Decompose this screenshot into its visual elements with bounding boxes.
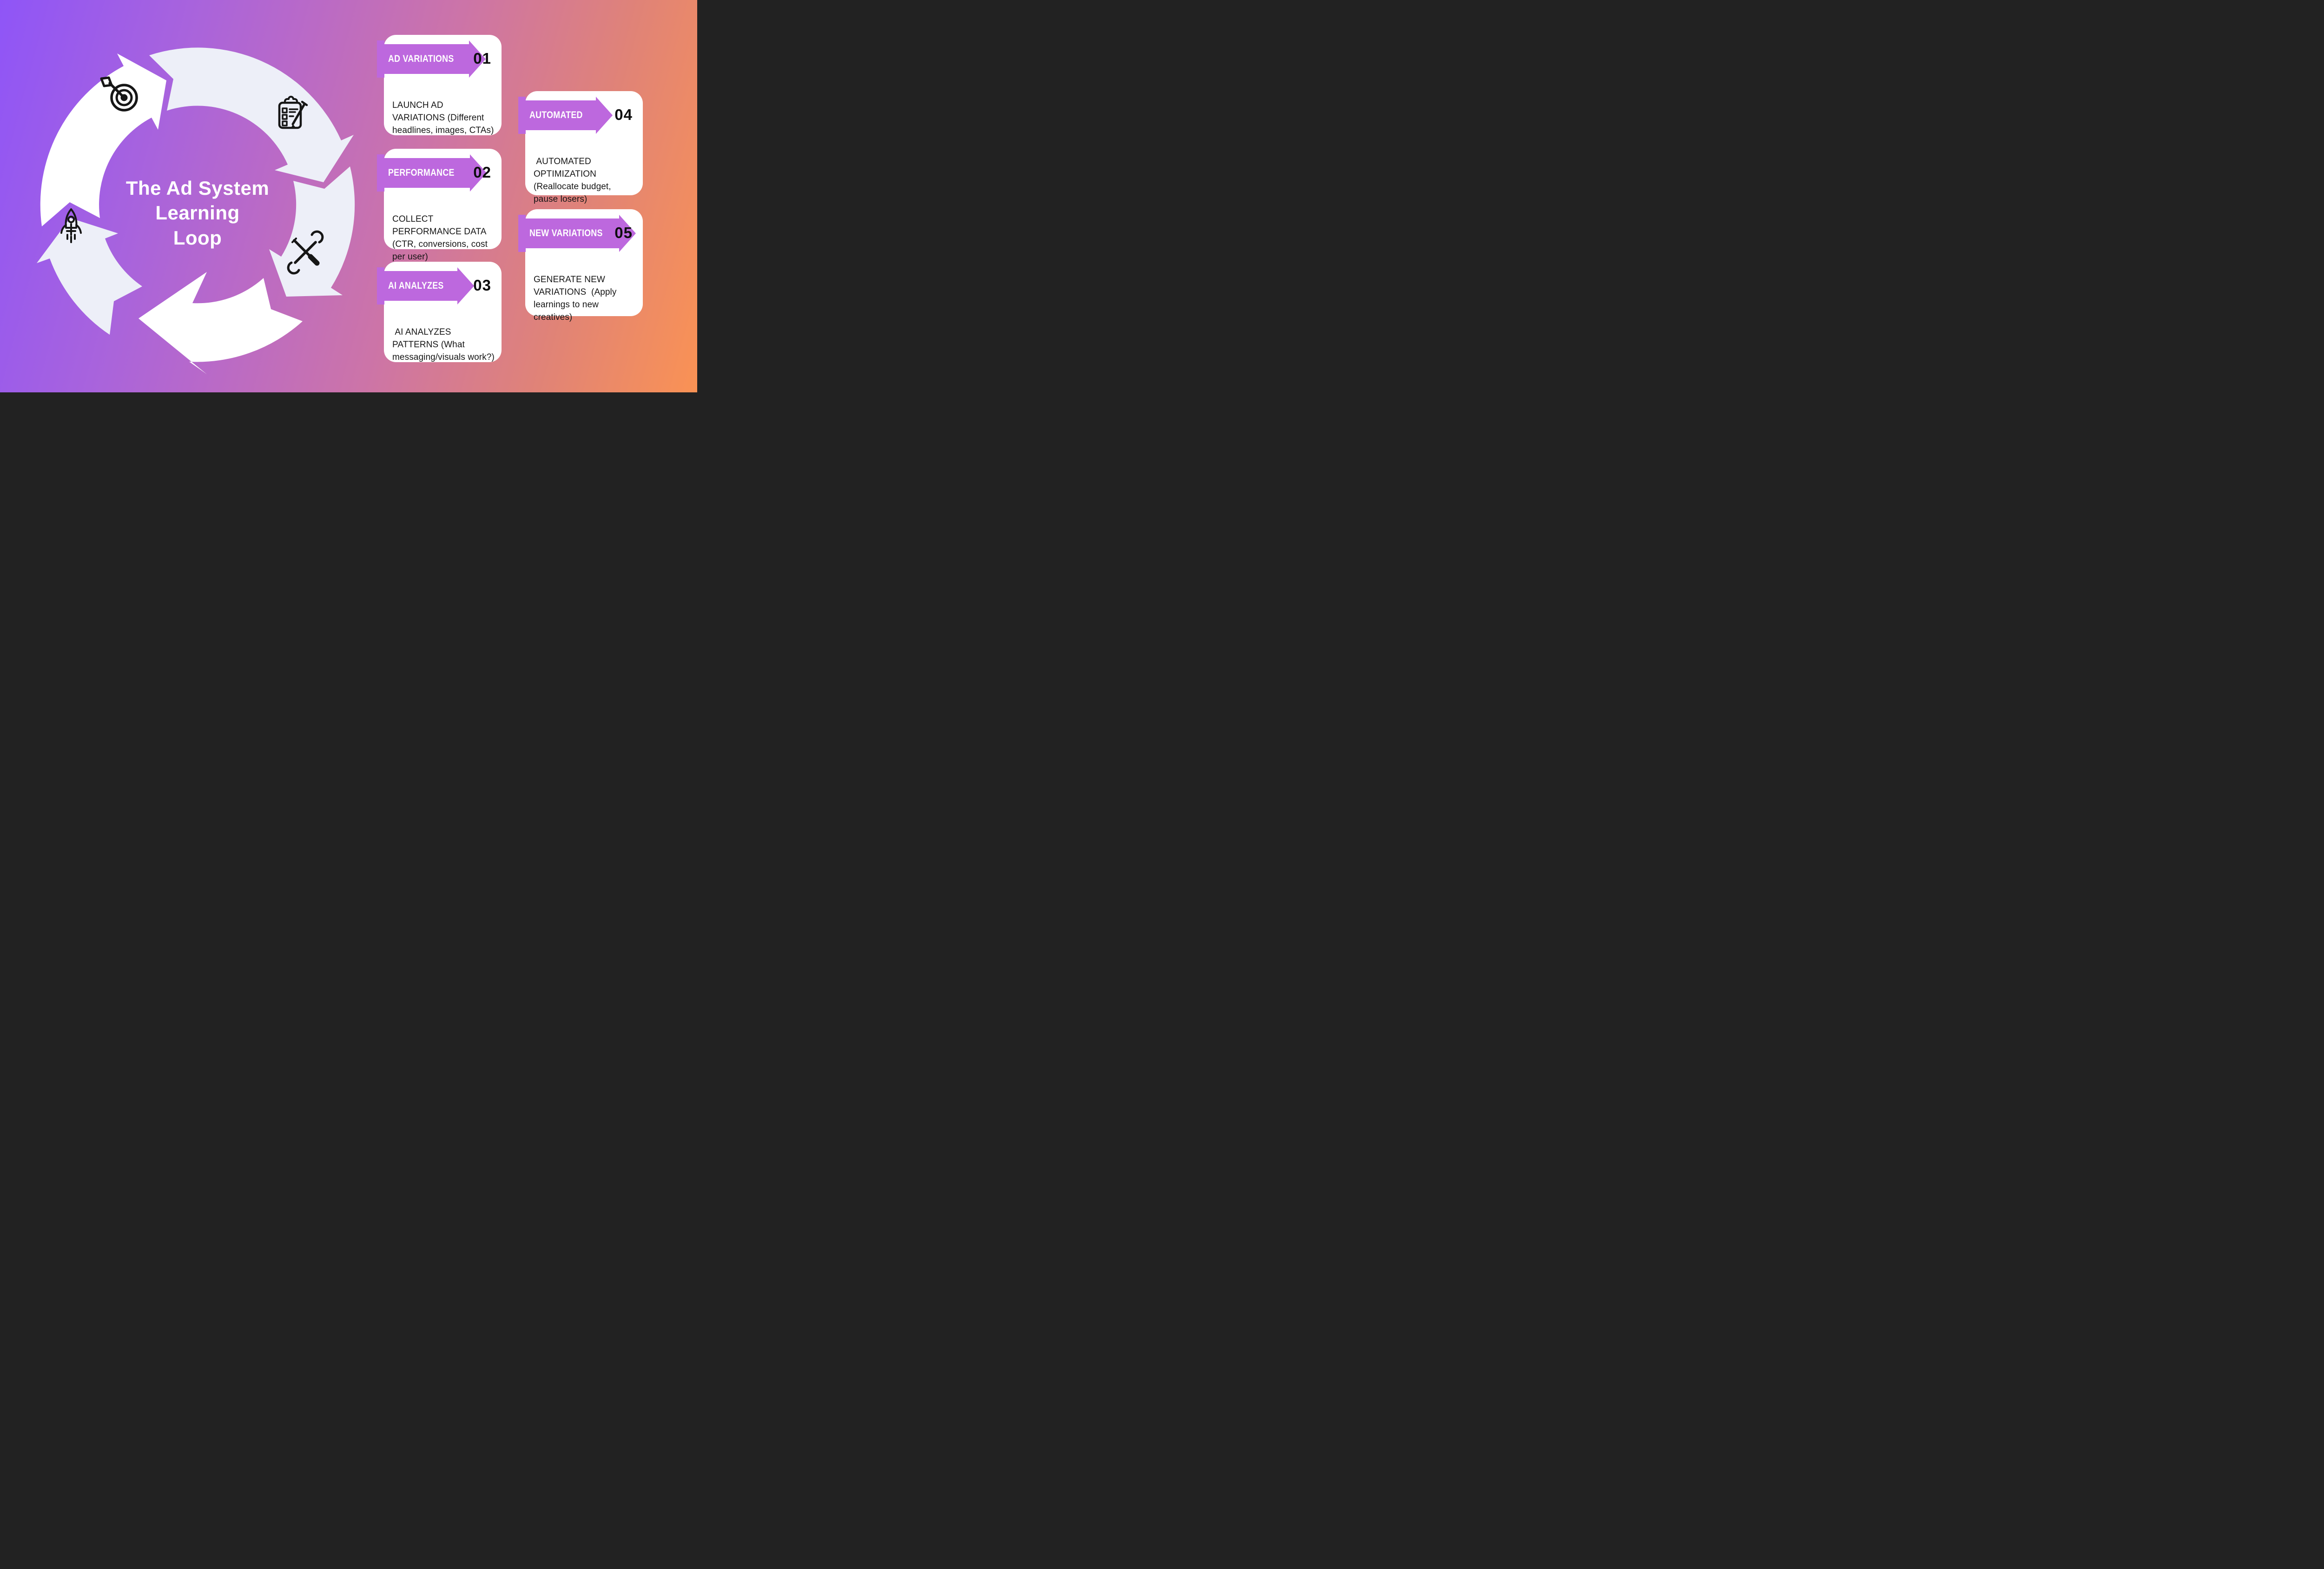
step-description: LAUNCH AD VARIATIONS (Different headline… (392, 100, 494, 136)
step-card-4: AUTOMATED 04 AUTOMATED OPTIMIZATION (Rea… (518, 91, 643, 204)
ribbon-arrow-icon (457, 267, 474, 305)
step-description: AUTOMATED OPTIMIZATION (Reallocate budge… (534, 157, 614, 205)
step-ribbon: AI ANALYZES (377, 267, 474, 305)
loop-title-line: Loop (173, 226, 222, 249)
step-description: COLLECT PERFORMANCE DATA (CTR, conversio… (392, 214, 490, 262)
ribbon-arrow-icon (595, 97, 613, 134)
step-card-1: AD VARIATIONS 01 LAUNCH AD VARIATIONS (D… (377, 35, 502, 136)
step-number: 03 (473, 277, 491, 294)
step-description: GENERATE NEW VARIATIONS (Apply learnings… (534, 275, 619, 323)
tools-icon (287, 230, 324, 275)
step-number: 01 (473, 50, 491, 67)
step-ribbon: PERFORMANCE (377, 154, 487, 192)
step-label: AI ANALYZES (377, 271, 457, 301)
loop-arrow-bottom (139, 272, 303, 374)
loop-title-line: Learning (155, 202, 240, 224)
loop-arrow-right (149, 47, 354, 182)
clipboard-checklist-icon (278, 96, 308, 129)
step-ribbon: AUTOMATED (518, 97, 613, 134)
ribbon-arrow-icon (469, 40, 486, 78)
step-number: 04 (614, 106, 633, 123)
step-ribbon: AD VARIATIONS (377, 40, 486, 78)
rocket-icon (60, 208, 82, 243)
step-card-2: PERFORMANCE 02 COLLECT PERFORMANCE DATA … (377, 149, 502, 262)
step-label: NEW VARIATIONS (518, 218, 620, 248)
loop-title-line: The Ad System (125, 177, 270, 199)
step-label: AUTOMATED (518, 100, 596, 130)
loop-arrow-left (37, 218, 142, 335)
step-number: 05 (614, 224, 633, 241)
step-card-3: AI ANALYZES 03 AI ANALYZES PATTERNS (Wha… (377, 262, 502, 363)
ribbon-arrow-icon (619, 215, 636, 252)
target-icon (100, 76, 138, 112)
step-number: 02 (473, 164, 491, 181)
ribbon-arrow-icon (469, 154, 487, 192)
step-description: AI ANALYZES PATTERNS (What messaging/vis… (392, 327, 495, 363)
step-ribbon: NEW VARIATIONS (518, 215, 636, 252)
step-label: PERFORMANCE (377, 158, 470, 188)
step-card-5: NEW VARIATIONS 05 GENERATE NEW VARIATION… (518, 209, 643, 322)
loop-title: The Ad System Learning Loop (58, 176, 337, 250)
step-label: AD VARIATIONS (377, 44, 469, 74)
infographic-canvas: The Ad System Learning Loop AD VARIATION… (0, 0, 697, 392)
loop-arrow-topleft (40, 53, 166, 226)
loop-diagram (37, 47, 355, 374)
